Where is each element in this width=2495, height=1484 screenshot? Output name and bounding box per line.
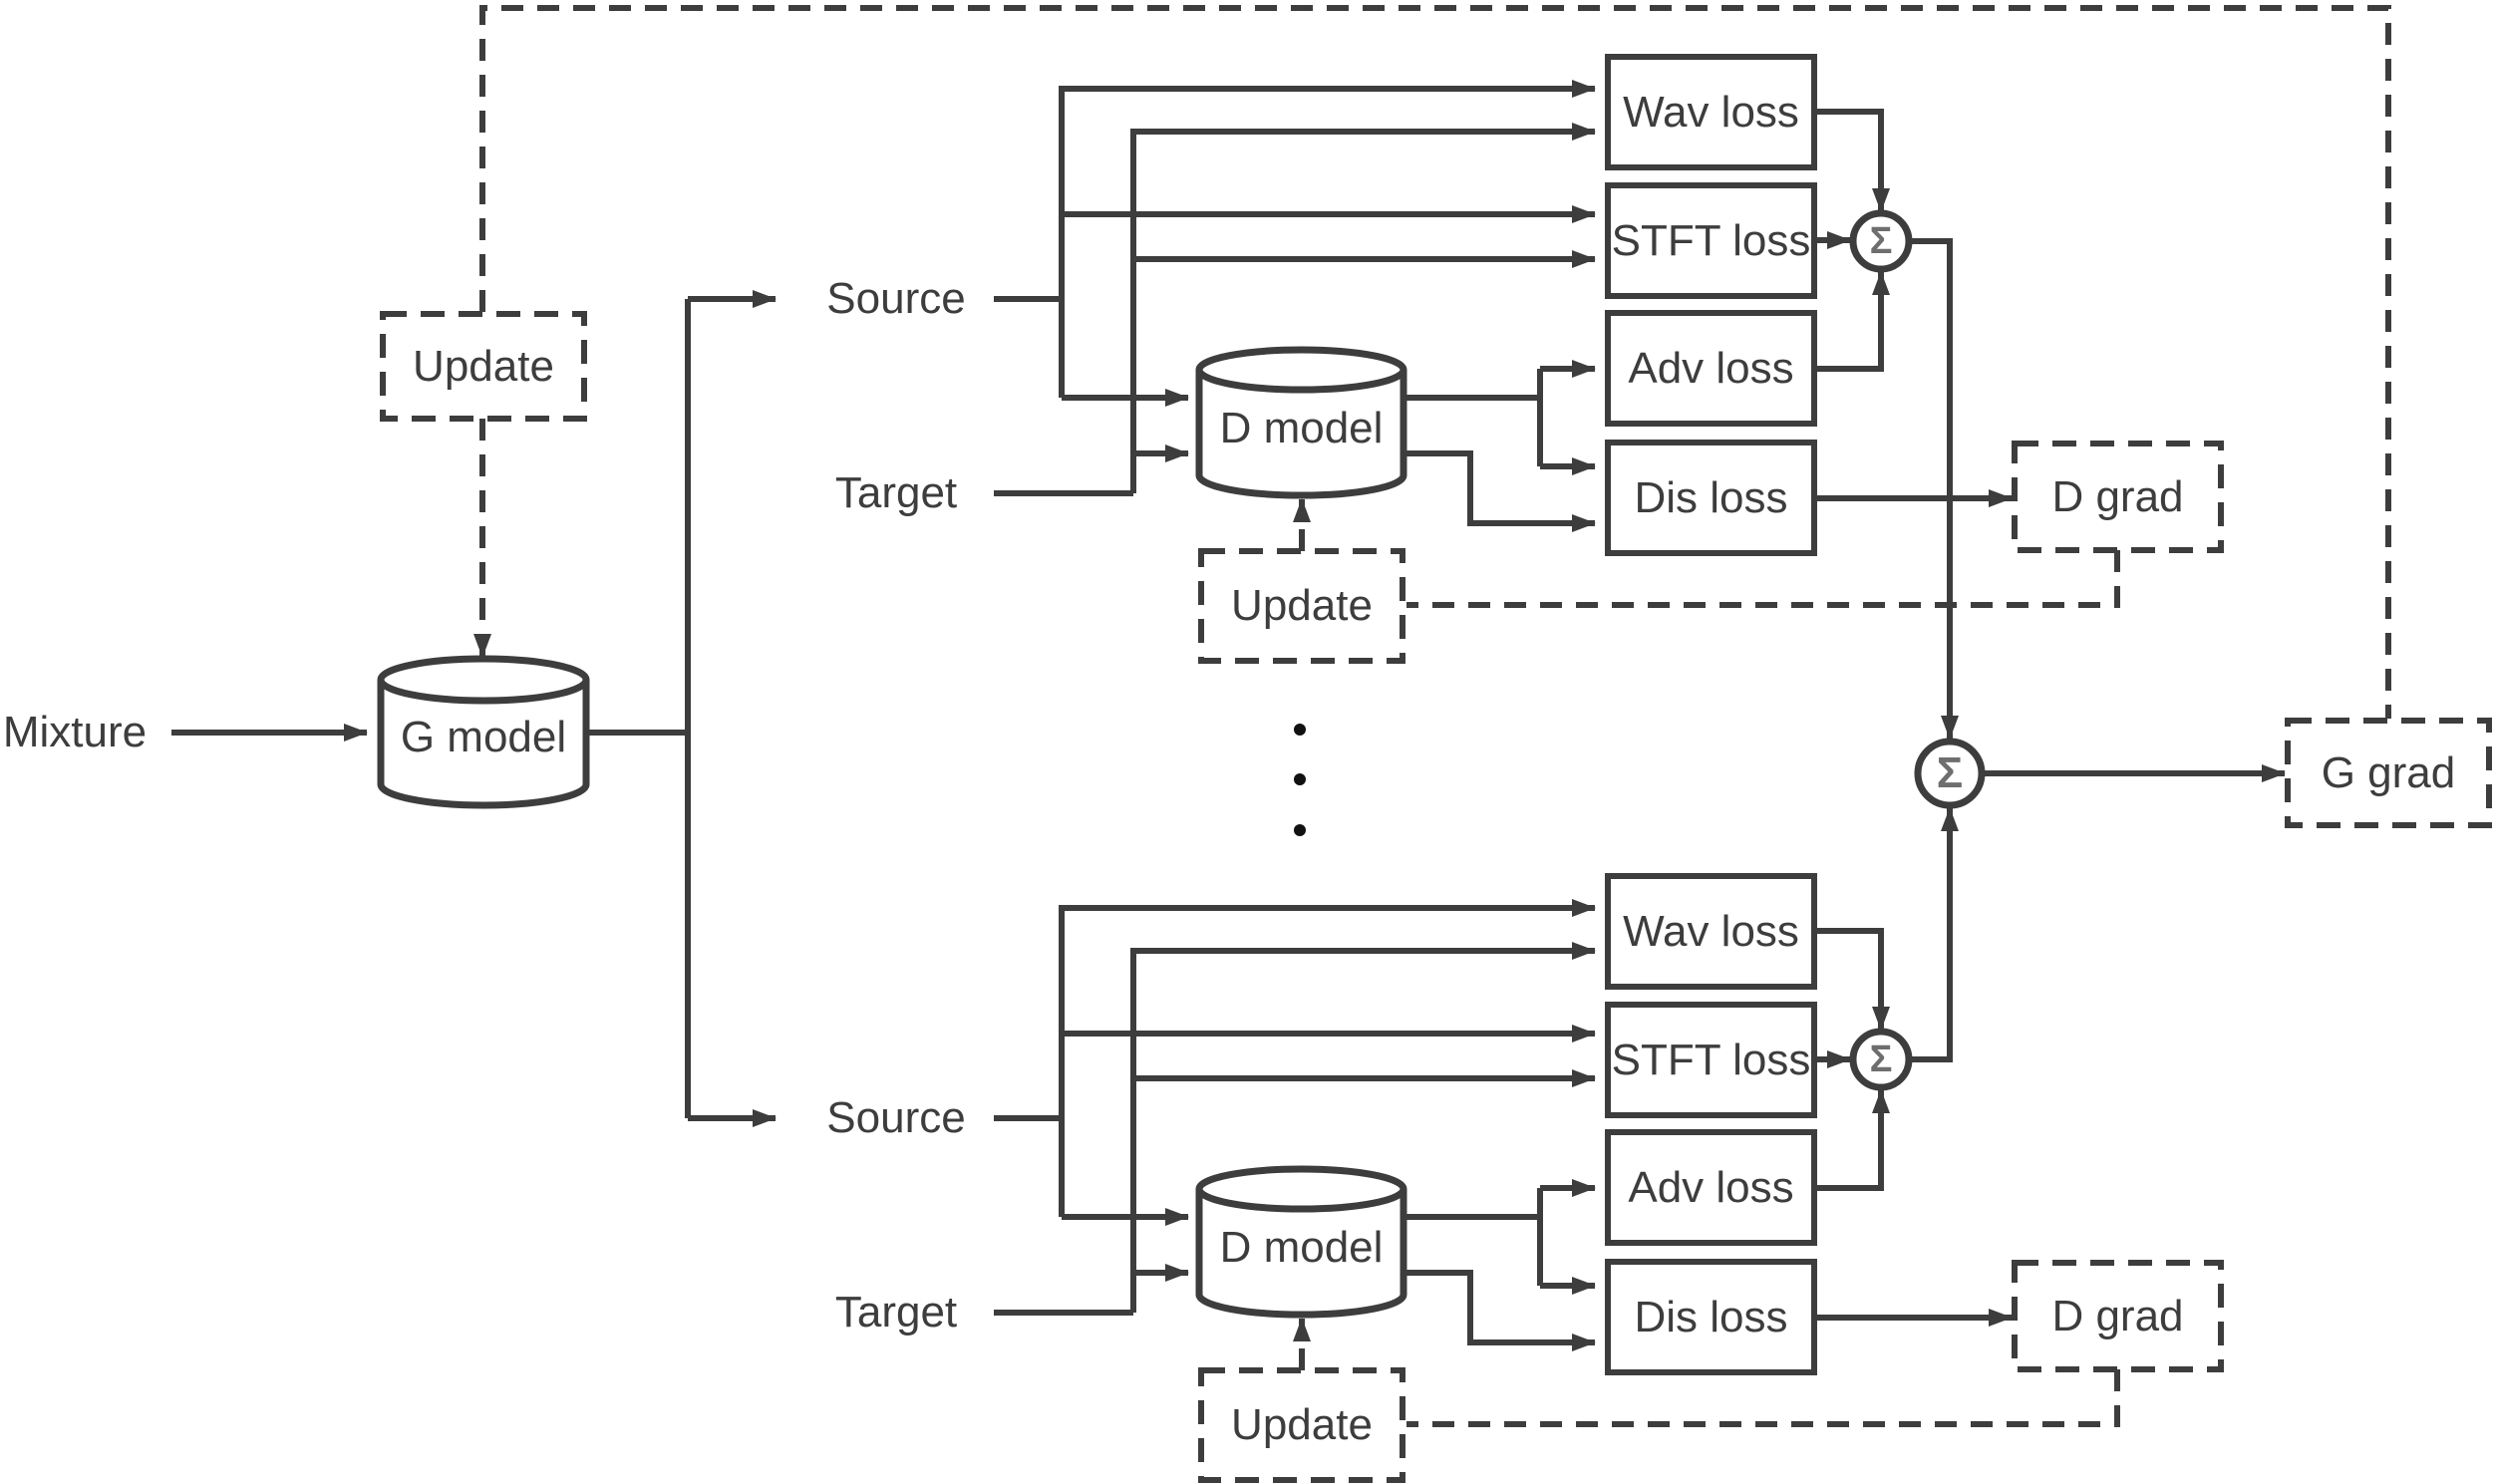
dis-loss-box-bottom [1605, 1259, 1817, 1375]
sum-circle-main [1914, 738, 1986, 809]
d-grad-box-top [2012, 441, 2224, 553]
model-cylinders [377, 346, 1407, 1319]
ggrad-to-update-feedback-line [479, 5, 2391, 719]
wav-loss-box-top [1605, 54, 1817, 170]
sum-circle-top [1849, 209, 1913, 273]
adv-to-sum-top [1814, 271, 1890, 372]
stft-loss-box-top [1605, 182, 1817, 299]
d-grad-box-bottom [2012, 1260, 2224, 1372]
dashed-boxes [380, 311, 2492, 1483]
dis-loss-box-top [1605, 440, 1817, 556]
update-d-box-top [1198, 548, 1405, 664]
target-bus-to-wav-top [1130, 123, 1596, 493]
update-d-box-bottom [1198, 1367, 1405, 1483]
dgrad-to-update-feedback-top [1406, 550, 2120, 608]
ellipsis-dots [1294, 724, 1306, 836]
wav-to-sum-top [1814, 109, 1890, 212]
loss-boxes [1605, 54, 1817, 1375]
stft-loss-box-bottom [1605, 1002, 1817, 1118]
g-grad-box [2285, 718, 2492, 828]
sum-circles [1849, 209, 1986, 1091]
d-model-cylinder-top [1195, 346, 1407, 499]
source-bus-to-wav-bottom [1059, 899, 1596, 1217]
adv-loss-box-bottom [1605, 1129, 1817, 1246]
wav-loss-box-bottom [1605, 873, 1817, 990]
adv-loss-box-top [1605, 310, 1817, 427]
dmodel-to-dis2-bottom [1403, 1270, 1596, 1351]
target-bus-to-wav-bottom [1130, 942, 1596, 1313]
solid-connectors [171, 80, 2286, 1351]
source-bus-to-wav-top [1059, 80, 1596, 398]
sum-top-to-main-sum [1909, 238, 1959, 740]
dashed-connectors [473, 5, 2391, 1427]
dgrad-to-update-feedback-bottom [1406, 1369, 2120, 1427]
d-model-cylinder-bottom [1195, 1165, 1407, 1319]
adv-to-sum-bottom [1814, 1089, 1890, 1191]
sum-circle-bottom [1849, 1028, 1913, 1091]
dmodel-to-dis2-top [1403, 450, 1596, 532]
wav-to-sum-bottom [1814, 928, 1890, 1031]
update-g-box [380, 311, 587, 422]
g-model-cylinder [377, 655, 590, 809]
sum-bottom-to-main-sum [1909, 807, 1959, 1062]
